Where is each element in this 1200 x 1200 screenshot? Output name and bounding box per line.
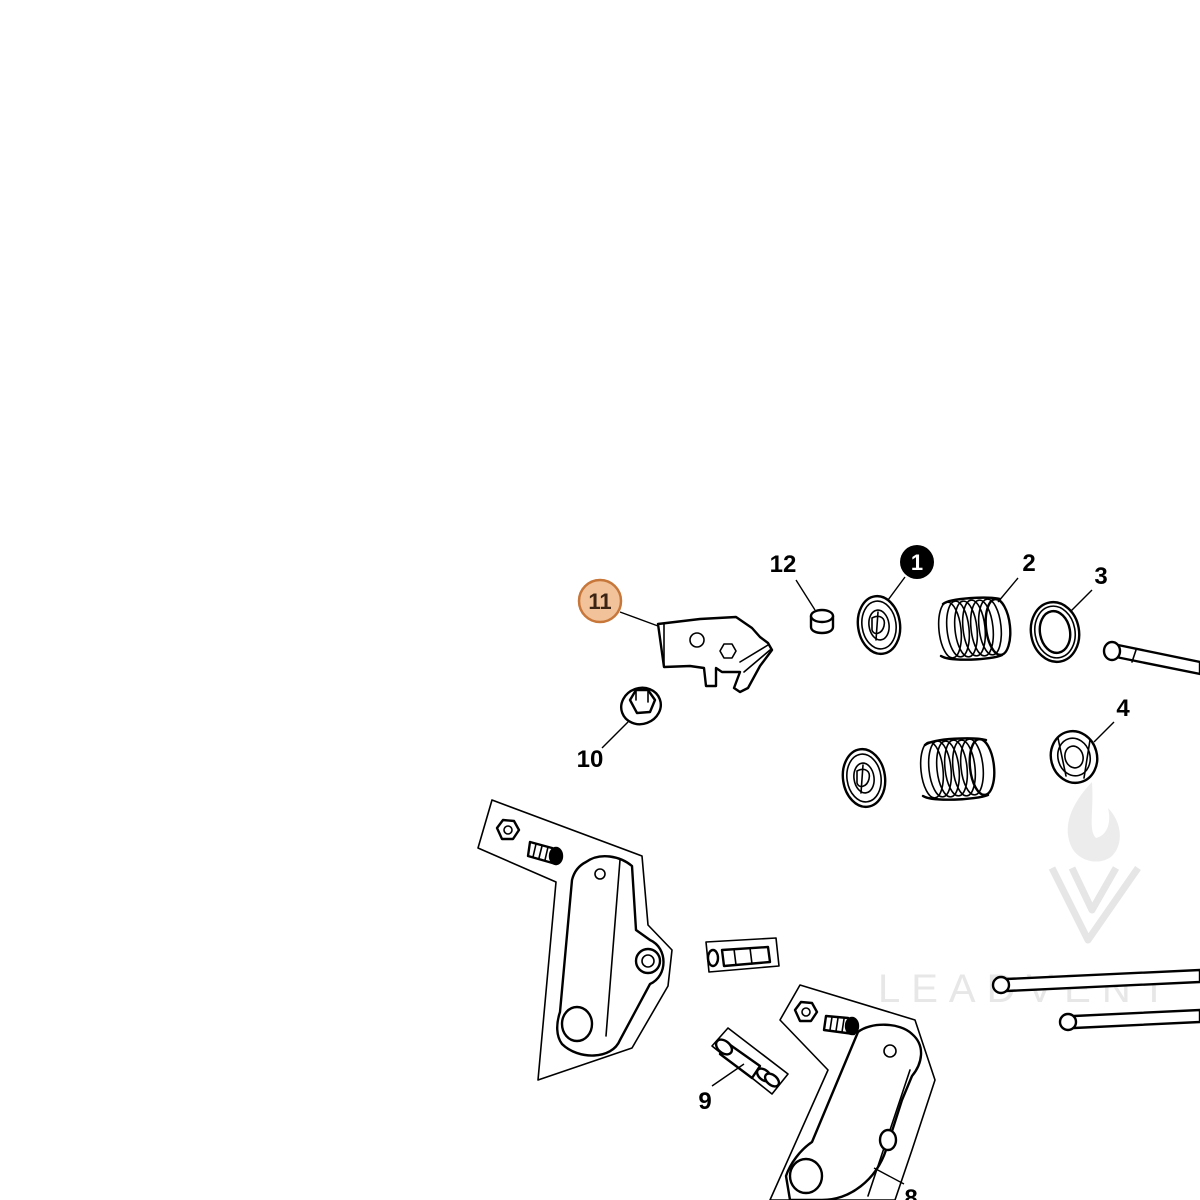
callout-1-label: 1	[911, 550, 923, 575]
callout-10-label: 10	[577, 746, 604, 773]
leader-9	[711, 1063, 745, 1087]
callout-4-label: 4	[1116, 695, 1130, 722]
callout-12-label: 12	[770, 551, 797, 578]
leader-10	[601, 721, 629, 749]
leader-1	[887, 576, 906, 601]
flame-v-logo-icon	[1048, 782, 1141, 944]
callout-3[interactable]: 3	[1094, 563, 1107, 590]
callout-3-label: 3	[1094, 563, 1107, 590]
part-9-pin-box	[711, 1027, 789, 1095]
push-rod-top	[1102, 640, 1200, 676]
part-1-retainer-top	[856, 594, 902, 656]
leader-3	[1069, 589, 1093, 613]
part-10-bolt	[620, 686, 662, 726]
callout-12[interactable]: 12	[770, 551, 797, 578]
part-4-nut	[1049, 729, 1099, 785]
callout-2-label: 2	[1022, 550, 1035, 577]
spring-bottom	[919, 737, 996, 801]
callout-11-highlight	[577, 578, 623, 624]
callout-11-label: 11	[588, 589, 611, 614]
leader-12	[795, 579, 816, 611]
stud-left	[526, 840, 564, 866]
callout-11[interactable]: 11	[577, 578, 623, 624]
callout-2[interactable]: 2	[1022, 550, 1035, 577]
callout-4[interactable]: 4	[1116, 695, 1130, 722]
leader-2	[997, 577, 1019, 603]
part-11-bracket	[656, 615, 774, 694]
leader-11	[619, 611, 659, 627]
part-3-washer	[1029, 600, 1081, 664]
part-12-cylinder	[809, 608, 835, 635]
part-2-spring-top	[937, 596, 1012, 661]
leader-8	[873, 1167, 905, 1185]
leader-lines	[601, 576, 1115, 1185]
rocker-arm-assembly-right	[769, 984, 936, 1200]
callout-8-label: 8	[904, 1185, 917, 1200]
leader-4	[1093, 721, 1115, 743]
callout-8[interactable]: 8	[904, 1185, 917, 1200]
pivot-pin-box	[705, 937, 780, 973]
rocker-arm-left	[556, 855, 665, 1057]
rocker-arm-assembly-left	[477, 799, 673, 1081]
callout-1-badge	[900, 545, 934, 579]
retainer-bottom	[841, 747, 887, 809]
callout-10[interactable]: 10	[577, 746, 604, 773]
push-rod-lower-2	[1058, 1008, 1200, 1032]
callout-1[interactable]: 1	[900, 545, 934, 579]
callout-9[interactable]: 9	[698, 1088, 711, 1115]
nut-left	[495, 818, 521, 841]
rocker-arm-right	[784, 1023, 923, 1200]
callout-9-label: 9	[698, 1088, 711, 1115]
stud-right	[822, 1014, 860, 1036]
push-rod-lower-1	[991, 968, 1200, 995]
nut-right	[793, 1000, 819, 1023]
